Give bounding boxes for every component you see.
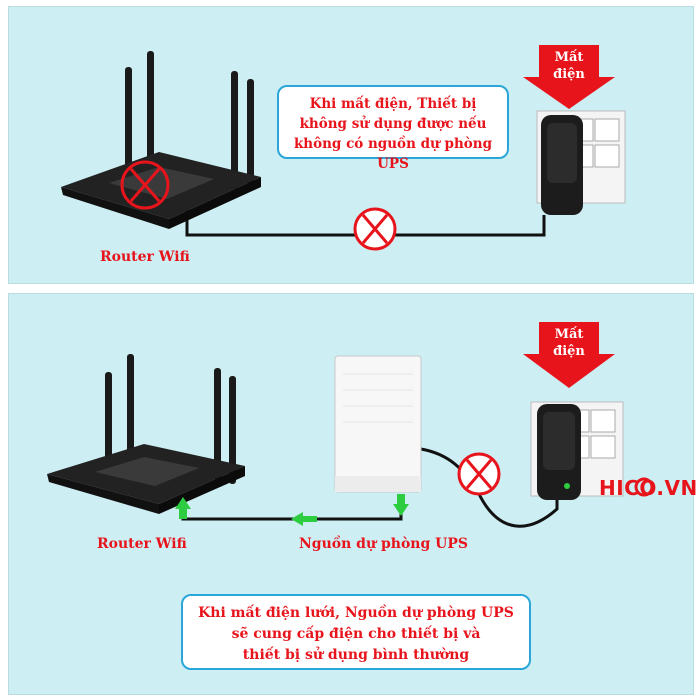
callout-line: Khi mất điện, Thiết bị bbox=[309, 96, 477, 112]
no-ups-scenario-panel: Mất điện Khi mất điện, Thiết bị không sử… bbox=[8, 6, 694, 284]
router-label: Router Wifi bbox=[100, 249, 190, 265]
callout-line: thiết bị sử dụng bình thường bbox=[242, 647, 470, 663]
ups-adapter-cable bbox=[420, 447, 559, 528]
ups-callout: Khi mất điện lưới, Nguồn dự phòng UPS sẽ… bbox=[181, 594, 531, 670]
router-label: Router Wifi bbox=[97, 536, 187, 552]
outage-label: Mất điện bbox=[539, 326, 599, 360]
callout-line: sẽ cung cấp điện cho thiết bị và bbox=[231, 626, 481, 642]
outage-arrow bbox=[523, 322, 615, 388]
router-antennas bbox=[125, 51, 254, 191]
ups-label: Nguồn dự phòng UPS bbox=[299, 536, 468, 552]
power-adapter bbox=[541, 115, 583, 215]
no-ups-scenario-illustration bbox=[61, 45, 626, 251]
outage-label-line1: Mất bbox=[554, 50, 584, 65]
with-ups-scenario-illustration bbox=[47, 322, 654, 528]
outage-label-line2: điện bbox=[553, 344, 585, 359]
outage-arrow bbox=[523, 45, 615, 109]
brand-logo: HICO.VN bbox=[599, 476, 698, 500]
router-offline-mark bbox=[120, 160, 170, 210]
outage-label-line1: Mất bbox=[554, 327, 584, 342]
outage-label: Mất điện bbox=[539, 49, 599, 83]
outage-label-line2: điện bbox=[553, 67, 585, 82]
no-ups-callout: Khi mất điện, Thiết bị không sử dụng đượ… bbox=[277, 85, 509, 172]
with-ups-scenario-panel: Mất điện Router Wifi Nguồn dự phòng UPS … bbox=[8, 293, 697, 695]
brand-logo-mark bbox=[634, 477, 654, 497]
ups-device bbox=[334, 355, 422, 493]
power-adapter bbox=[537, 404, 581, 500]
cable-cut-mark bbox=[457, 452, 501, 496]
callout-line: không sử dụng được nếu bbox=[299, 116, 487, 132]
callout-line: Khi mất điện lưới, Nguồn dự phòng UPS bbox=[198, 605, 514, 621]
power-flow-arrows bbox=[175, 494, 409, 526]
cable-cut-mark bbox=[353, 207, 397, 251]
router-ups-cable bbox=[181, 494, 403, 521]
callout-line: không có nguồn dự phòng UPS bbox=[293, 136, 493, 172]
router-body bbox=[61, 152, 261, 229]
